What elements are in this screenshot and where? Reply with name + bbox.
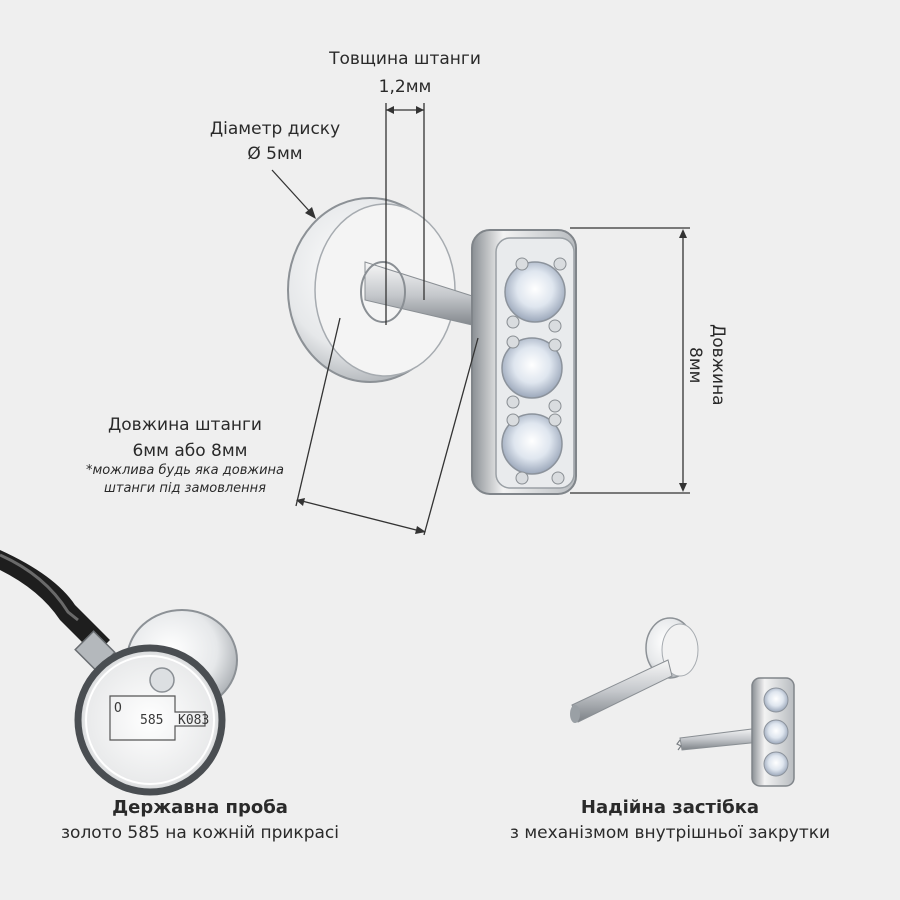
small-rod [571, 659, 673, 723]
small-screw [679, 727, 761, 751]
magnifier [0, 550, 238, 796]
magnifier-lens [74, 644, 226, 796]
disk-diameter-value: Ø 5мм [247, 144, 303, 164]
length-value: 8мм [685, 346, 705, 384]
earring-disassembled [570, 617, 795, 787]
feature-hallmark-title: Державна проба [112, 797, 288, 818]
rod-length-arrow [297, 499, 425, 533]
rod-length-guide-left [295, 317, 341, 507]
earring-main [287, 197, 577, 495]
dimension-lines [271, 103, 690, 536]
disk-diameter-arrow [271, 169, 313, 215]
hallmark-prefix: О [114, 701, 122, 716]
gem-3 [501, 413, 563, 475]
rod-length-guide-right [423, 337, 479, 536]
hallmark-code: К083 [178, 713, 209, 728]
rod-base [360, 261, 406, 323]
feature-clasp-subtitle: з механізмом внутрішньої закрутки [509, 823, 831, 843]
gems [501, 257, 567, 485]
feature-hallmark-subtitle: золото 585 на кожній прикрасі [61, 823, 339, 843]
hallmark-outline [109, 695, 206, 741]
feature-clasp-title: Надійна застібка [580, 797, 760, 818]
arrowheads [296, 106, 687, 534]
rod-thickness-value: 1,2мм [378, 77, 432, 97]
rod-length-value: 6мм або 8мм [132, 441, 248, 461]
disk-diameter-title: Діаметр диску [209, 119, 341, 139]
rod-length-title: Довжина штанги [108, 415, 262, 435]
rod-length-note-1: *можлива будь яка довжина [86, 463, 284, 478]
gem-1 [504, 261, 566, 323]
hallmark-standard: 585 [140, 713, 163, 728]
length-title: Довжина [708, 324, 728, 406]
rod-length-note-2: штанги під замовлення [103, 481, 266, 496]
rod-thickness-title: Товщина штанги [329, 49, 481, 69]
gem-2 [501, 337, 563, 399]
magnifier-handle [0, 550, 110, 655]
